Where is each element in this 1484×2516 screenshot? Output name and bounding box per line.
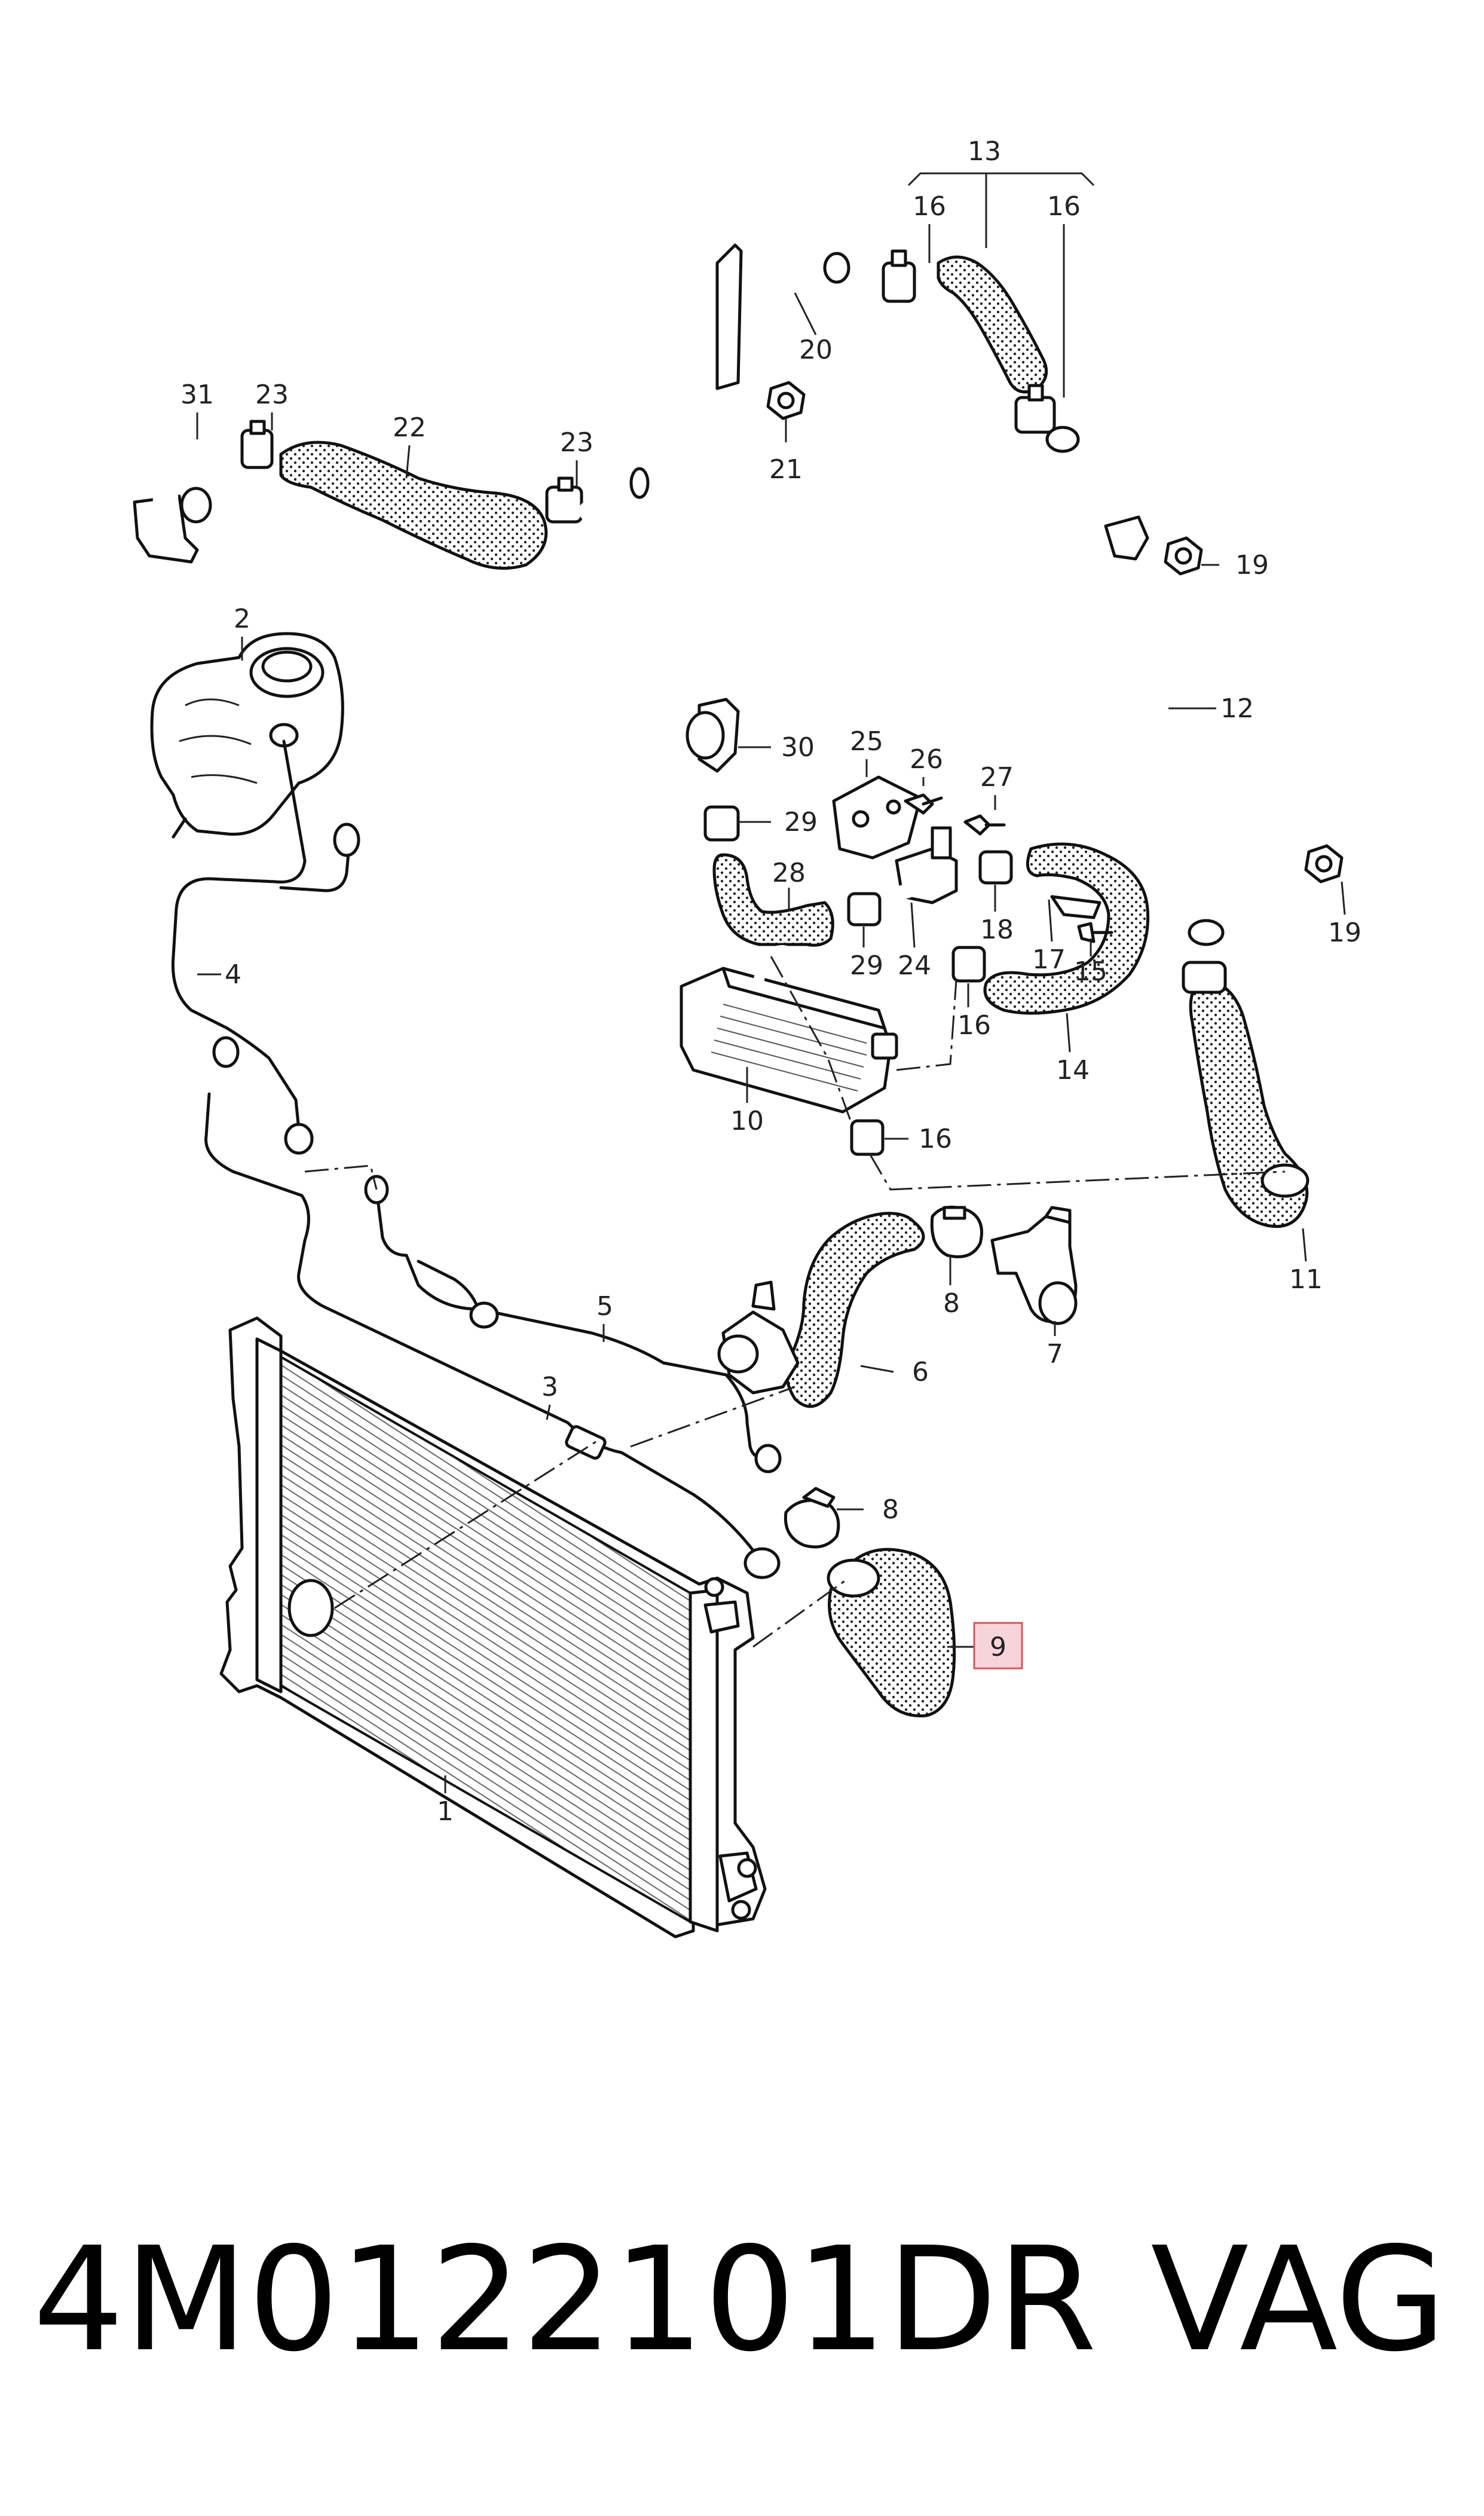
clamp-8-lower xyxy=(784,1487,840,1549)
callout-labels: 13 16 16 20 21 31 23 22 23 19 12 19 2 4 … xyxy=(180,136,1361,1827)
oil-cooler-10 xyxy=(680,945,898,1114)
callout-27: 27 xyxy=(980,762,1014,793)
callout-19-a: 19 xyxy=(1235,550,1269,580)
connector-7 xyxy=(990,1206,1078,1325)
pipe-3 xyxy=(204,1092,781,1579)
clamp-16-low xyxy=(850,1119,885,1156)
dash-1-9 xyxy=(752,1577,849,1648)
hose-28 xyxy=(712,853,834,947)
callout-26: 26 xyxy=(910,744,943,775)
callout-20: 20 xyxy=(799,335,833,365)
callout-12: 12 xyxy=(1220,693,1254,724)
highlight-callout-9[interactable]: 9 xyxy=(973,1622,1023,1670)
clamp-11-bottom xyxy=(1260,1163,1309,1198)
callout-29-b: 29 xyxy=(850,950,883,981)
clamp-17 xyxy=(978,850,1013,885)
callout-17: 18 xyxy=(980,915,1014,945)
callout-8-b: 8 xyxy=(882,1494,899,1525)
hose-14 xyxy=(983,842,1150,1015)
dash-1-3 xyxy=(334,1439,598,1609)
callout-9: 9 xyxy=(990,1632,1006,1662)
hose-13 xyxy=(937,255,1048,394)
nut-19-lower xyxy=(1304,844,1344,883)
callout-23-b: 23 xyxy=(560,427,593,458)
callout-31: 31 xyxy=(180,380,214,410)
callout-19-b: 19 xyxy=(1328,918,1361,948)
part-number-text: 4M0122101DR xyxy=(33,2216,1097,2383)
bolt-27 xyxy=(963,814,1006,836)
bracket-31 xyxy=(133,427,264,564)
callout-4: 4 xyxy=(225,959,241,990)
clamp-29-lower xyxy=(847,892,882,927)
callout-16-c: 16 xyxy=(957,1010,991,1041)
bracket-18 xyxy=(1050,895,1101,919)
expansion-tank-2 xyxy=(150,632,344,839)
callout-7: 7 xyxy=(1047,1339,1063,1369)
clamp-29-upper xyxy=(703,805,740,842)
dash-10-pipe xyxy=(770,956,853,1124)
callout-18: 17 xyxy=(1032,944,1066,975)
hose-6 xyxy=(785,1212,925,1408)
callout-23-a: 23 xyxy=(255,380,289,410)
leader-lines xyxy=(196,172,1346,1793)
callout-16-d: 16 xyxy=(919,1124,952,1154)
bracket-25 xyxy=(832,775,922,860)
hose-9-end xyxy=(827,1558,880,1598)
callout-6: 6 xyxy=(912,1357,929,1387)
bolt-15 xyxy=(1077,922,1113,943)
callout-13: 13 xyxy=(968,136,1001,167)
callout-3: 3 xyxy=(541,1372,558,1402)
callout-1: 1 xyxy=(437,1796,454,1827)
clamp-8-upper xyxy=(930,1205,983,1258)
dash-4-5 xyxy=(304,1164,378,1190)
pipe-20 xyxy=(579,226,859,521)
nut-19-upper xyxy=(1164,536,1203,576)
bolt-26 xyxy=(904,793,943,815)
pipe-4 xyxy=(171,739,360,1155)
callout-15: 15 xyxy=(1074,956,1107,987)
callout-5: 5 xyxy=(596,1291,613,1322)
dash-16-11 xyxy=(868,1153,1286,1191)
callout-8-a: 8 xyxy=(943,1288,960,1319)
callout-21: 21 xyxy=(769,454,803,485)
clamp-16-top-left xyxy=(882,249,916,303)
clamp-23-left xyxy=(240,420,274,469)
dash-10-16 xyxy=(896,980,957,1071)
radiator-1 xyxy=(219,1316,767,1939)
hose-22 xyxy=(279,441,548,570)
pipe-5 xyxy=(364,1175,782,1473)
flange-6 xyxy=(717,1280,800,1395)
callout-28: 28 xyxy=(772,858,806,888)
dash-3-6 xyxy=(630,1386,795,1448)
brand-text: VAG xyxy=(1151,2216,1446,2383)
callout-16-a: 16 xyxy=(913,191,946,222)
callout-14: 14 xyxy=(1056,1055,1090,1086)
callout-22: 22 xyxy=(393,412,426,443)
clamp-16-mid xyxy=(951,946,986,983)
clamp-11-top xyxy=(1182,961,1227,994)
callout-24: 24 xyxy=(898,950,931,981)
nut-21 xyxy=(766,381,806,420)
callout-30: 30 xyxy=(781,732,815,763)
callout-11: 11 xyxy=(1289,1264,1323,1295)
callout-2: 2 xyxy=(234,604,250,634)
callout-29-a: 29 xyxy=(784,807,818,837)
callout-25: 25 xyxy=(850,726,883,757)
pipe-30 xyxy=(686,698,740,773)
pipe-12 xyxy=(1045,426,1313,946)
callout-10: 10 xyxy=(730,1106,764,1136)
clamp-16-top-right xyxy=(1014,384,1056,434)
callout-16-b: 16 xyxy=(1047,191,1081,222)
